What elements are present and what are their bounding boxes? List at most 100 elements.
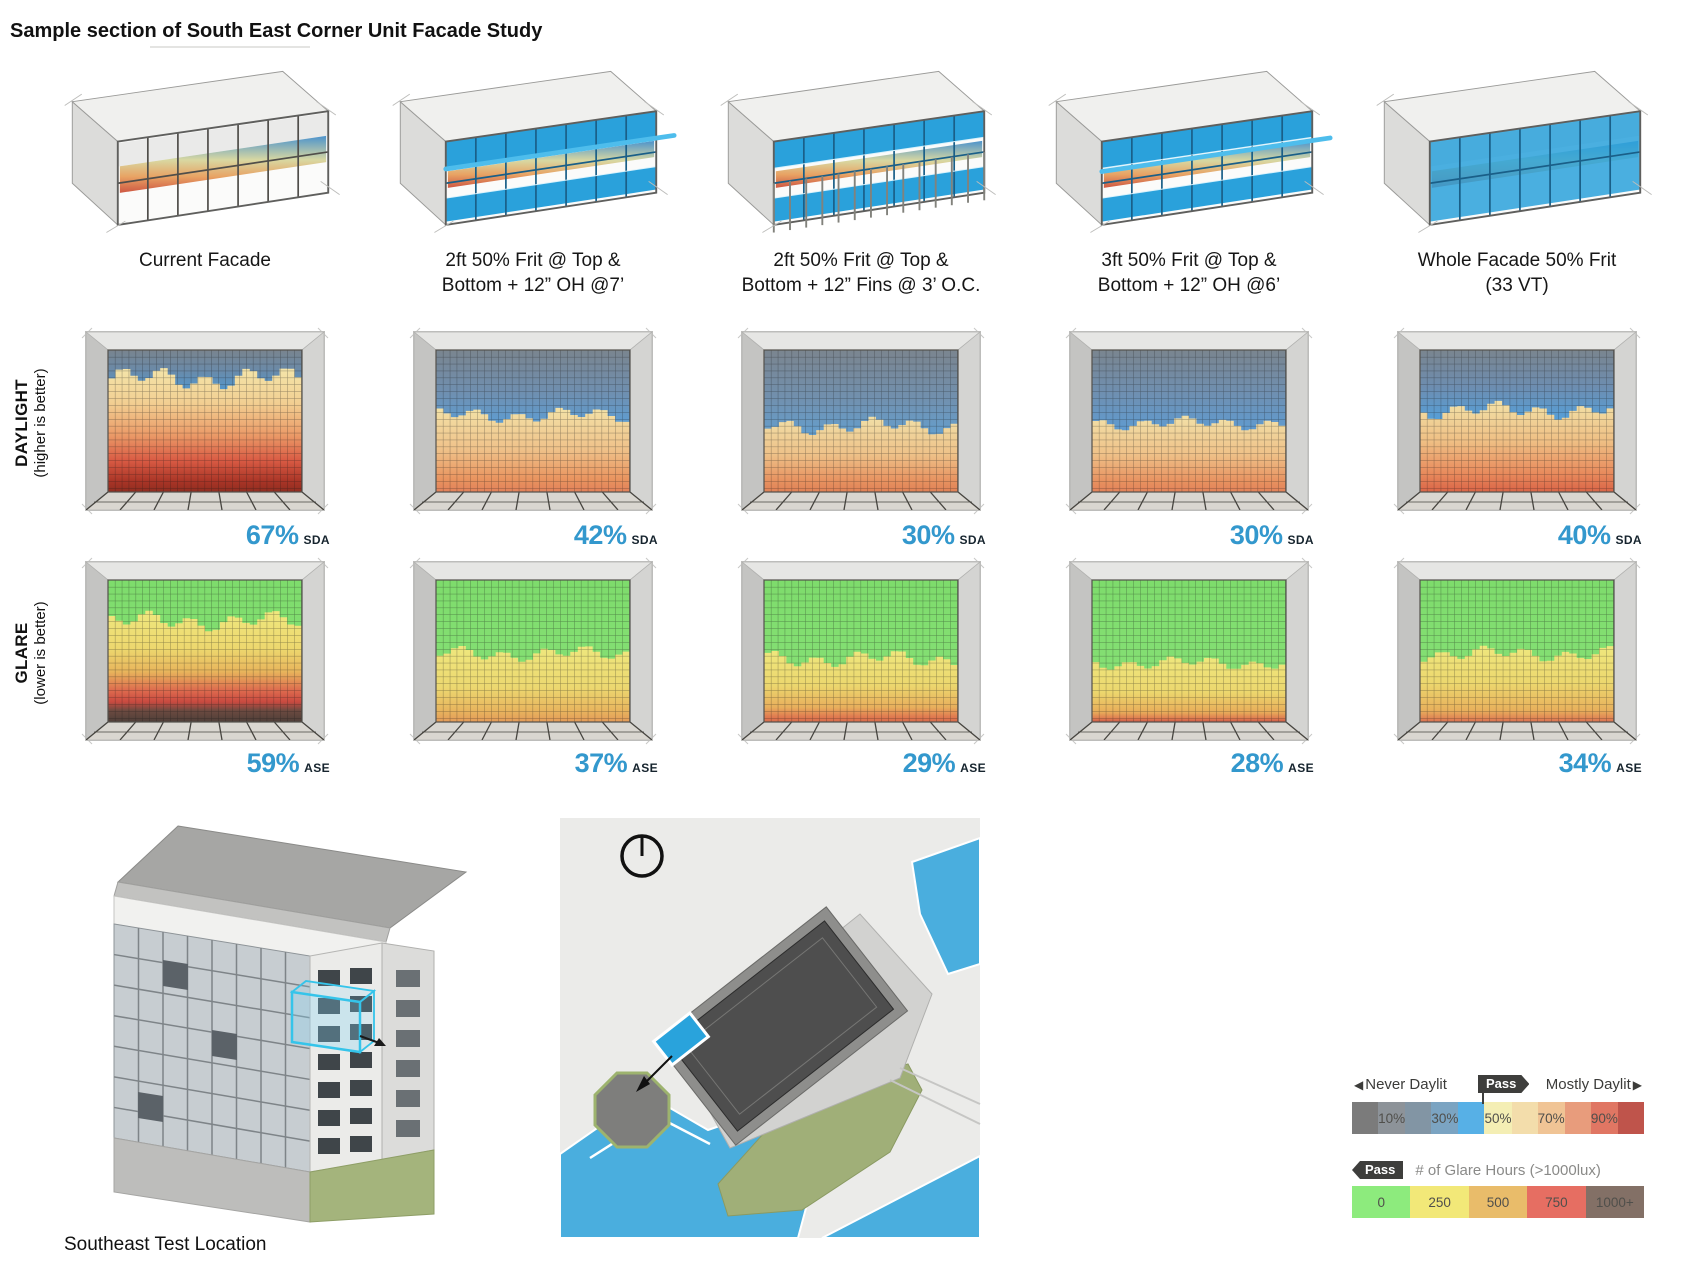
daylight-heatmap-4 [1064,326,1314,516]
page-title: Sample section of South East Corner Unit… [10,20,543,42]
glare-heatmap-1 [80,556,330,746]
sda-metric-label: SDA [303,533,330,547]
sda-metric-label: SDA [1287,533,1314,547]
ase-score-4: 28% ASE [1064,748,1314,779]
caption-line: Bottom + 12” OH @7’ [441,275,625,296]
caption-line: Whole Facade 50% Frit [1417,250,1617,271]
ase-score-2: 37% ASE [408,748,658,779]
sda-score-3: 30%SDA [736,520,986,551]
legend-segment: 90% [1590,1102,1618,1134]
ase-value: 59% [246,748,300,778]
facade-option-1 [60,60,350,242]
sda-metric-label: SDA [1615,533,1642,547]
north-compass-icon [620,834,664,878]
glare-heatmap-graphic [409,557,657,745]
sda-value: 30% [1229,520,1283,550]
daylight-label: DAYLIGHT [11,379,31,467]
never-daylit-text: Never Daylit [1365,1076,1447,1093]
sda-value: 40% [1557,520,1611,550]
daylight-color-scale: 10% 30% 50% 70% 90% [1352,1102,1644,1134]
daylight-legend: ◀Never Daylit Pass Mostly Daylit▶ 10% 30%… [1352,1074,1644,1134]
sda-score-1: 67% SDA [80,520,330,551]
legend-segment: 10% [1378,1102,1406,1134]
daylight-heatmap-graphic [1393,327,1641,515]
facade-3d-graphic [64,70,340,233]
facade-option-3 [716,60,1006,242]
ase-value: 28% [1230,748,1284,778]
sda-score-5: 40% SDA [1392,520,1642,551]
building-render [60,820,480,1230]
daylight-sublabel: (higher is better) [31,368,49,478]
glare-heatmap-graphic [81,557,329,745]
site-plan-graphic [559,818,981,1239]
daylight-heatmap-3 [736,326,986,516]
test-location-caption: Southeast Test Location [64,1234,267,1255]
daylight-heatmap-1 [80,326,330,516]
glare-heatmap-graphic [1393,557,1641,745]
ase-metric-label: ASE [304,761,330,775]
caption-line: Bottom + 12” Fins @ 3’ O.C. [741,275,981,296]
caption-line: 3ft 50% Frit @ Top & [1101,250,1277,271]
legend-segment [1405,1102,1432,1134]
ase-score-1: 59% ASE [80,748,330,779]
facade-caption-4: 3ft 50% Frit @ Top & Bottom + 12” OH @6’ [1039,248,1339,298]
facade-option-2 [388,60,678,242]
right-triangle-icon: ▶ [1632,1078,1642,1092]
ase-value: 37% [574,748,628,778]
daylight-heatmap-5 [1392,326,1642,516]
left-triangle-icon: ◀ [1354,1078,1364,1092]
facade-caption-3: 2ft 50% Frit @ Top & Bottom + 12” Fins @… [711,248,1011,298]
legend-segment [1458,1102,1485,1134]
legend-segment [1352,1102,1379,1134]
glare-heatmap-4 [1064,556,1314,746]
legend-segment [1564,1102,1591,1134]
legend-segment [1617,1102,1644,1134]
sda-metric-label: SDA [631,533,658,547]
pass-badge: Pass [1478,1075,1529,1093]
ase-score-5: 34% ASE [1392,748,1642,779]
glare-heatmap-5 [1392,556,1642,746]
sda-value: 67% [245,520,299,550]
legend-segment: 1000+ [1585,1186,1645,1218]
legend-segment: 500 [1468,1186,1528,1218]
facade-caption-5: Whole Facade 50% Frit (33 VT) [1367,248,1667,298]
facade-option-4 [1044,60,1334,242]
facade-caption-1: Current Facade [55,248,355,273]
sda-score-4: 30% SDA [1064,520,1314,551]
legend-segment: 30% [1431,1102,1459,1134]
daylight-legend-header: ◀Never Daylit Pass Mostly Daylit▶ [1352,1074,1644,1104]
glare-heatmap-graphic [1065,557,1313,745]
daylight-heatmap-graphic [737,327,985,515]
caption-line: 2ft 50% Frit @ Top & [445,250,621,271]
glare-heatmap-2 [408,556,658,746]
legend-segment: 750 [1527,1186,1586,1218]
ase-metric-label: ASE [632,761,658,775]
legend-segment [1511,1102,1538,1134]
site-plan [559,818,982,1239]
facade-3d-graphic [720,70,996,233]
facade-option-5 [1372,60,1662,242]
pass-badge: Pass [1352,1161,1404,1179]
glare-legend-title: # of Glare Hours (>1000lux) [1415,1161,1601,1179]
glare-heatmap-graphic [737,557,985,745]
ase-metric-label: ASE [1288,761,1314,775]
caption-line: 2ft 50% Frit @ Top & [773,250,949,271]
ase-value: 34% [1558,748,1612,778]
legend-segment: 0 [1352,1186,1411,1218]
mostly-daylit-text: Mostly Daylit [1545,1076,1631,1093]
legend-segment: 70% [1537,1102,1565,1134]
ase-metric-label: ASE [1616,761,1642,775]
daylight-heatmap-graphic [409,327,657,515]
ase-score-3: 29%ASE [736,748,986,779]
daylight-heatmap-2 [408,326,658,516]
facade-caption-2: 2ft 50% Frit @ Top & Bottom + 12” OH @7’ [383,248,683,298]
pass-threshold-tick [1482,1093,1484,1104]
facade-3d-graphic [1376,70,1652,233]
caption-line: Bottom + 12” OH @6’ [1097,275,1281,296]
ase-value: 29% [902,748,956,778]
legend-segment: 50% [1484,1102,1512,1134]
sda-value: 42% [573,520,627,550]
glare-legend-header: Pass # of Glare Hours (>1000lux) [1352,1158,1644,1182]
daylight-row-label: DAYLIGHT (higher is better) [3,328,57,518]
